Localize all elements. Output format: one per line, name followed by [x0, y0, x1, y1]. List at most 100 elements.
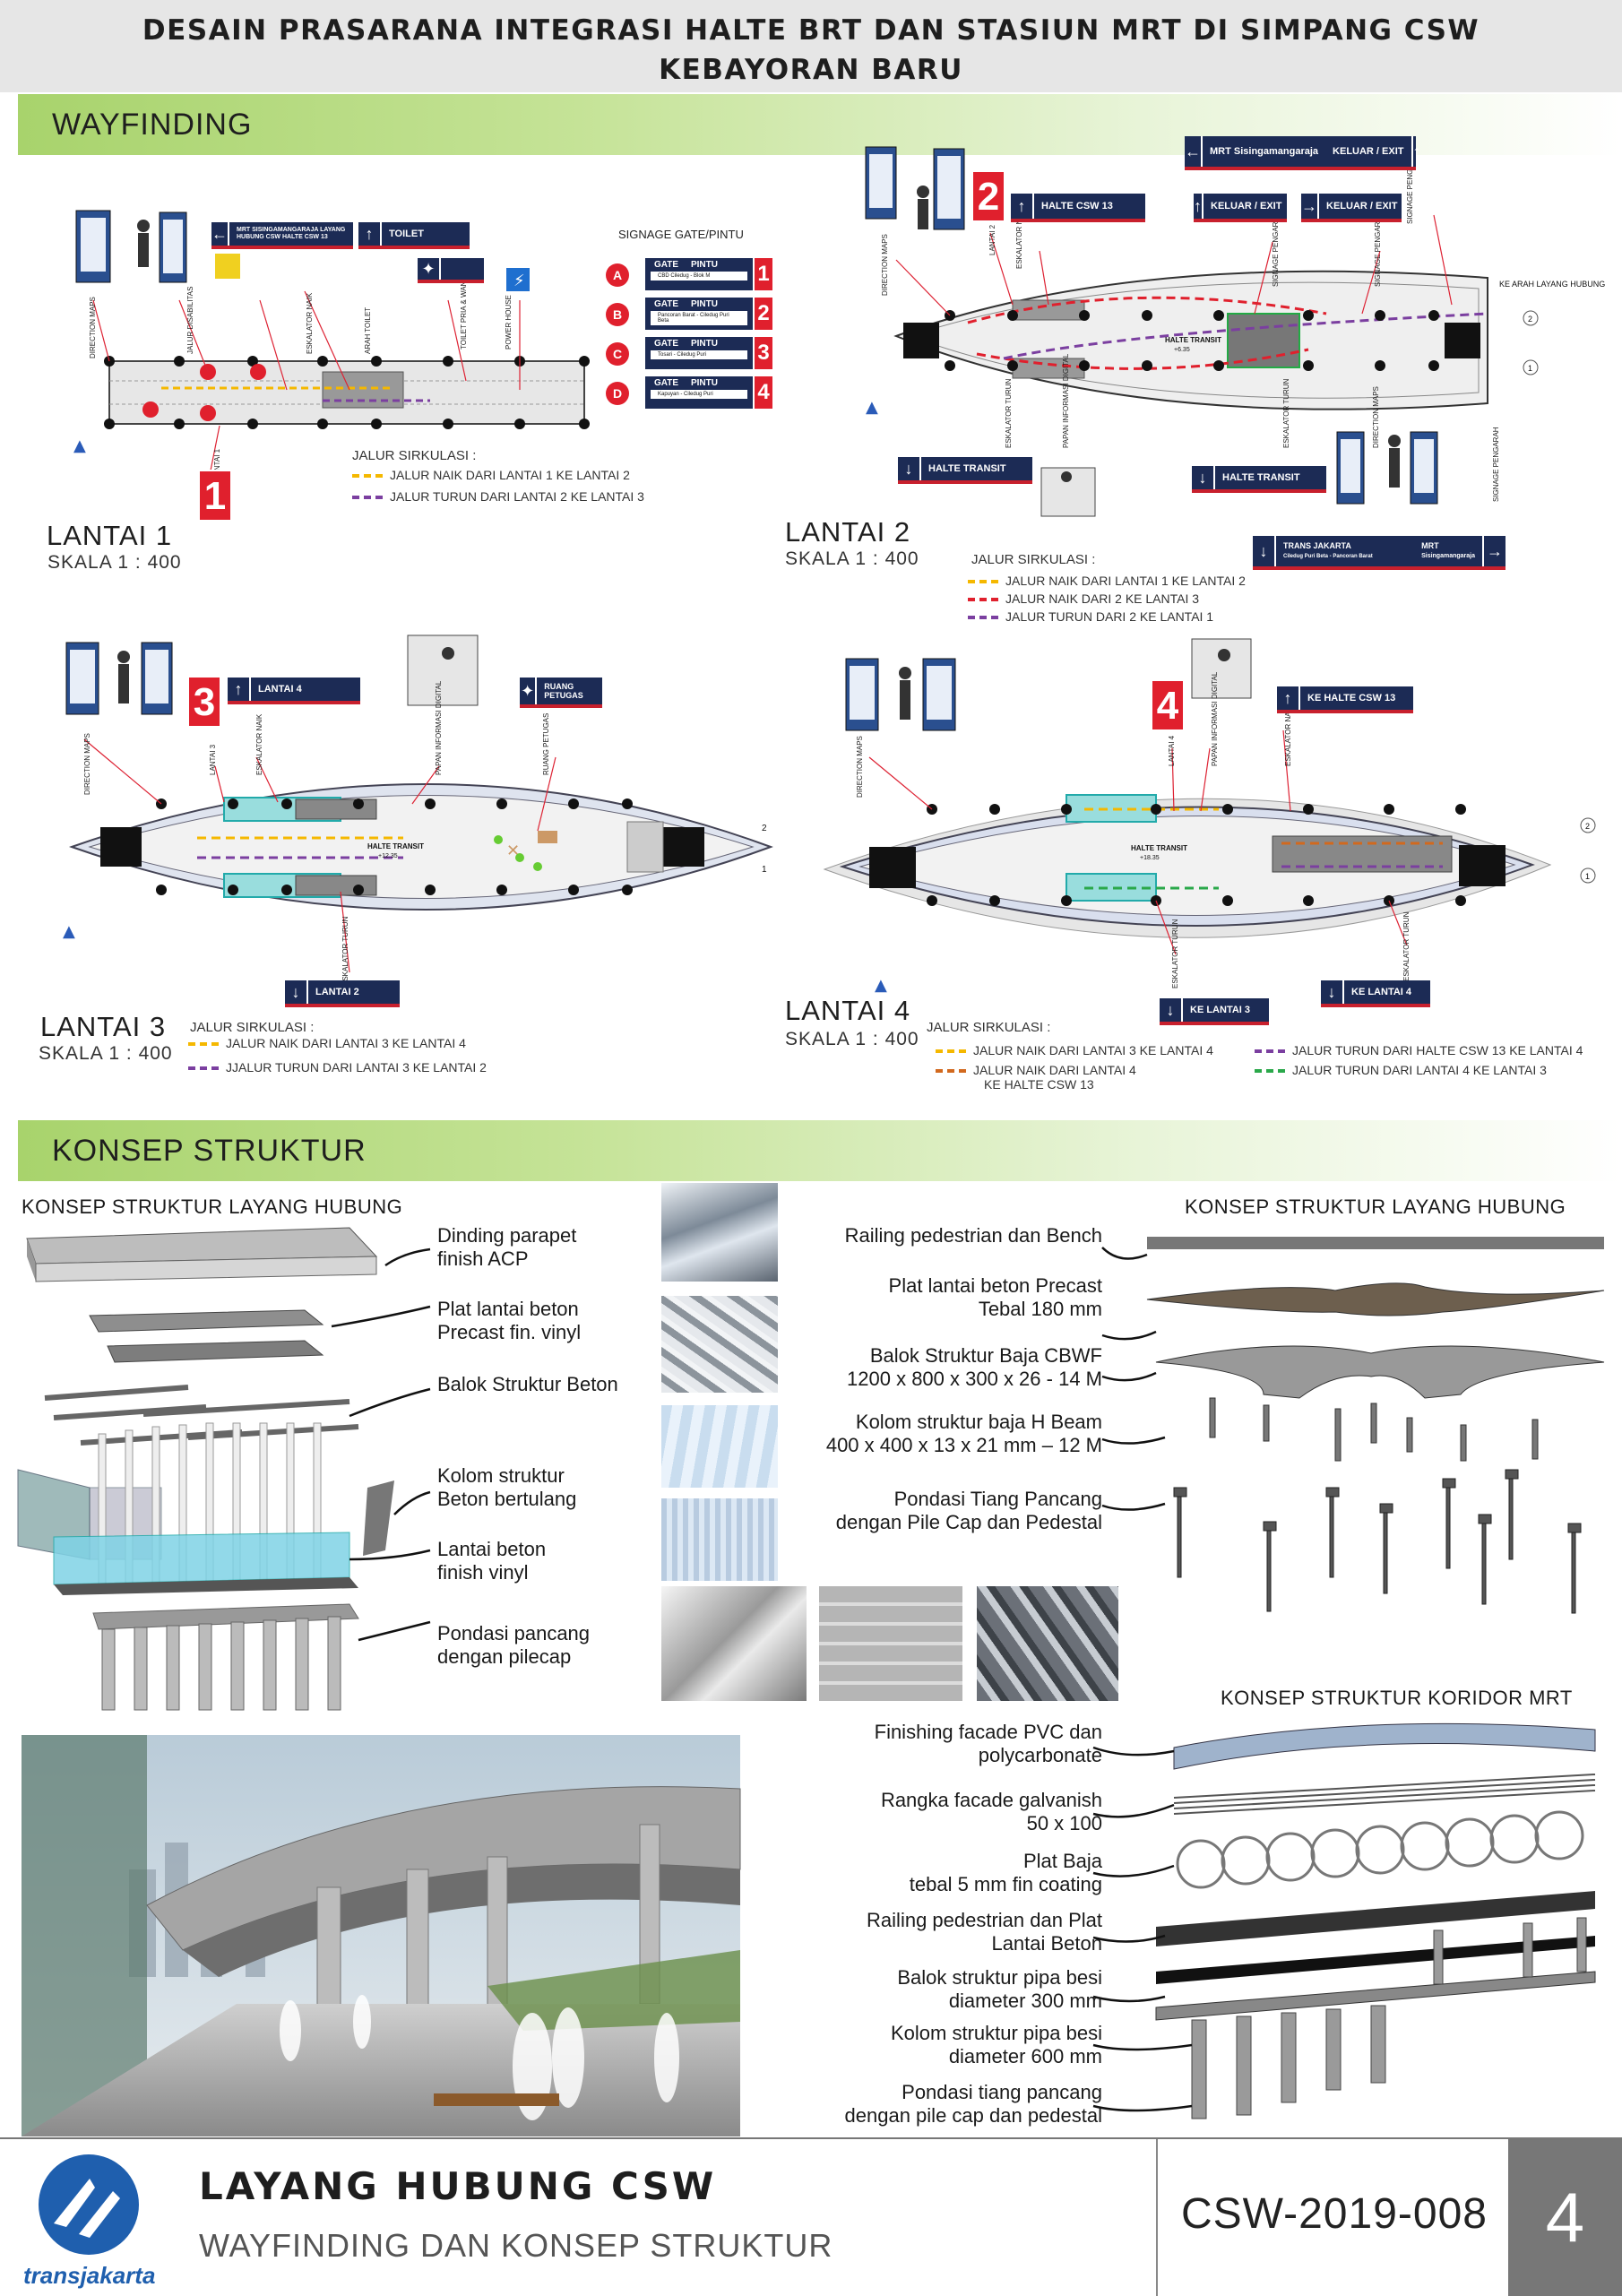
- sign-ke-lantai-3: ↓KE LANTAI 3: [1160, 998, 1269, 1025]
- sign-mrt-lantai1: ←MRT SISINGAMANGARAJA LAYANG HUBUNG CSW …: [211, 222, 353, 249]
- gate-sign-c: C GATE PINTU Tosari - Ciledug Puri 3: [606, 337, 772, 369]
- pipe-beams: [1155, 1971, 1596, 2021]
- bench: [434, 2093, 559, 2106]
- gate-sign-b: B GATE PINTU Pancoran Barat - Ciledug Pu…: [606, 298, 772, 330]
- sign-halte-csw13: ↑HALTE CSW 13: [1011, 194, 1145, 222]
- transjakarta-logo-icon: [39, 2154, 139, 2255]
- leader-lines: [83, 738, 556, 973]
- sirkulasi-item-l3-2: JJALUR TURUN DARI LANTAI 3 KE LANTAI 2: [188, 1060, 487, 1075]
- info-board-kiosk: [1191, 638, 1252, 699]
- vlabel-papan-informasi: PAPAN INFORMASI DIGITAL: [435, 680, 443, 775]
- vlabel-eskalator-turun-2: ESKALATOR TURUN: [1402, 911, 1411, 981]
- vlabel-arah-toilet: ARAH TOILET: [364, 307, 372, 354]
- material-swatch-corrugated-sheet: [661, 1405, 778, 1488]
- direction-map-kiosk: [75, 210, 187, 283]
- exploded-steel-structure: [1101, 1237, 1605, 1614]
- vlabel-jalur-disabilitas: JALUR DISABILITAS: [186, 287, 194, 354]
- sheet-footer: transjakarta LAYANG HUBUNG CSW WAYFINDIN…: [0, 2137, 1622, 2296]
- sirkulasi-item-l2-1: JALUR NAIK DARI LANTAI 1 KE LANTAI 2: [968, 574, 1246, 588]
- floor-scale-lantai-3: SKALA 1 : 400: [39, 1043, 173, 1064]
- badge-lantai-1: 1: [198, 470, 232, 522]
- pile-foundations: [1173, 1469, 1582, 1614]
- escalator: [322, 371, 404, 409]
- sign-ke-halte-csw13: ↑KE HALTE CSW 13: [1277, 686, 1413, 713]
- logo-wordmark: transjakarta: [23, 2262, 156, 2289]
- pipe-columns: [1191, 1917, 1587, 2119]
- section-title-wayfinding: WAYFINDING: [52, 108, 253, 142]
- floor-title-lantai-4: LANTAI 4: [785, 995, 911, 1026]
- struct-title-left: KONSEP STRUKTUR LAYANG HUBUNG: [22, 1195, 403, 1218]
- sirkulasi-item-l3-1: JALUR NAIK DARI LANTAI 3 KE LANTAI 4: [188, 1036, 466, 1050]
- landscape: [487, 1950, 740, 2031]
- vlabel-ruang-petugas: RUANG PETUGAS: [542, 713, 550, 775]
- vlabel-direction-maps: DIRECTION MAPS: [89, 297, 97, 358]
- sirkulasi-item-l4-3: JALUR TURUN DARI HALTE CSW 13 KE LANTAI …: [1255, 1043, 1583, 1057]
- info-board-kiosk: [407, 634, 479, 706]
- sheet-title-line1: DESAIN PRASARANA INTEGRASI HALTE BRT DAN…: [142, 14, 1480, 47]
- vlabel-eskalator-naik: ESKALATOR NAIK: [1015, 207, 1023, 269]
- tactile-path-icon: [215, 254, 240, 279]
- sirkulasi-item-l2-2: JALUR NAIK DARI 2 KE LANTAI 3: [968, 591, 1199, 606]
- gate-markers: [142, 364, 266, 421]
- north-arrow-icon: ▲: [73, 436, 86, 455]
- badge-lantai-3: 3: [187, 676, 221, 728]
- sheet-title-line2: KEBAYORAN BARU: [659, 54, 963, 86]
- badge-lantai-2: 2: [971, 170, 1005, 222]
- perspective-rendering: [22, 1735, 741, 2136]
- footer-subtitle: WAYFINDING DAN KONSEP STRUKTUR: [199, 2227, 833, 2264]
- sirkulasi-title-lantai-1: JALUR SIRKULASI :: [352, 448, 477, 463]
- vlabel-lantai-3: LANTAI 3: [209, 744, 217, 775]
- badge-lantai-4: 4: [1151, 679, 1185, 731]
- vlabel-eskalator-turun: ESKALATOR TURUN: [1171, 919, 1179, 988]
- transit-level: +18.35: [1140, 855, 1160, 861]
- leader-lines: [868, 729, 1408, 955]
- page-number: 4: [1508, 2139, 1622, 2296]
- section-title-konsep-struktur: KONSEP STRUKTUR: [52, 1134, 367, 1168]
- sign-ke-lantai-4: ↓KE LANTAI 4: [1321, 980, 1430, 1007]
- vlabel-lantai-4: LANTAI 4: [1168, 735, 1176, 766]
- vlabel-eskalator-naik: ESKALATOR NAIK: [255, 713, 263, 775]
- vlabel-direction-maps: DIRECTION MAPS: [856, 736, 864, 798]
- north-arrow-icon: ▲: [875, 976, 887, 995]
- tube-underside: [183, 1864, 740, 1977]
- floor-title-lantai-1: LANTAI 1: [47, 520, 173, 551]
- gate-sign-d: D GATE PINTU Kapuyan - Ciledug Puri 4: [606, 376, 772, 409]
- material-swatch-polycarbonate: [661, 1498, 778, 1581]
- gate-sign-a: A GATE PINTU CBD Ciledug - Blok M 1: [606, 258, 772, 290]
- north-arrow-icon: ▲: [866, 398, 878, 417]
- floor-scale-lantai-4: SKALA 1 : 400: [785, 1029, 919, 1049]
- transit-label: HALTE TRANSIT: [1131, 844, 1187, 852]
- column-grid: [945, 310, 1439, 371]
- callout-arrows: [1092, 1746, 1193, 2112]
- vlabel-lantai-2: LANTAI 2: [988, 224, 996, 255]
- escalator: [1066, 794, 1157, 823]
- floor-plan-lantai-1: ⚡ DIRECTION MAPS JALUR DISABILITAS ESKAL…: [73, 210, 590, 479]
- arah-layang-hubung: KE ARAH LAYANG HUBUNG: [1499, 280, 1605, 289]
- section-bar-wayfinding: WAYFINDING: [18, 94, 1622, 155]
- sign-toilet-icon: ✦: [418, 258, 484, 283]
- direction-map-kiosk: [845, 658, 956, 731]
- floor-scale-lantai-2: SKALA 1 : 400: [785, 548, 919, 569]
- sheet-header: DESAIN PRASARANA INTEGRASI HALTE BRT DAN…: [0, 0, 1622, 92]
- svg-text:2: 2: [1585, 822, 1590, 831]
- footer-title: LAYANG HUBUNG CSW: [199, 2164, 717, 2208]
- label-balok-beton: Balok Struktur Beton: [437, 1373, 618, 1395]
- railing-bench: [1147, 1237, 1604, 1249]
- sirkulasi-item-l1-turun: JALUR TURUN DARI LANTAI 2 KE LANTAI 3: [352, 489, 644, 504]
- drawing-code: CSW-2019-008: [1181, 2190, 1488, 2238]
- sign-keluar-1: ↑KELUAR / EXIT: [1194, 194, 1287, 222]
- sign-halte-transit-1: ↓HALTE TRANSIT: [898, 457, 1032, 484]
- precast-slab: [1146, 1282, 1605, 1316]
- leader-lines: [895, 214, 1453, 316]
- sirkulasi-item-l4-1: JALUR NAIK DARI LANTAI 3 KE LANTAI 4: [936, 1043, 1213, 1057]
